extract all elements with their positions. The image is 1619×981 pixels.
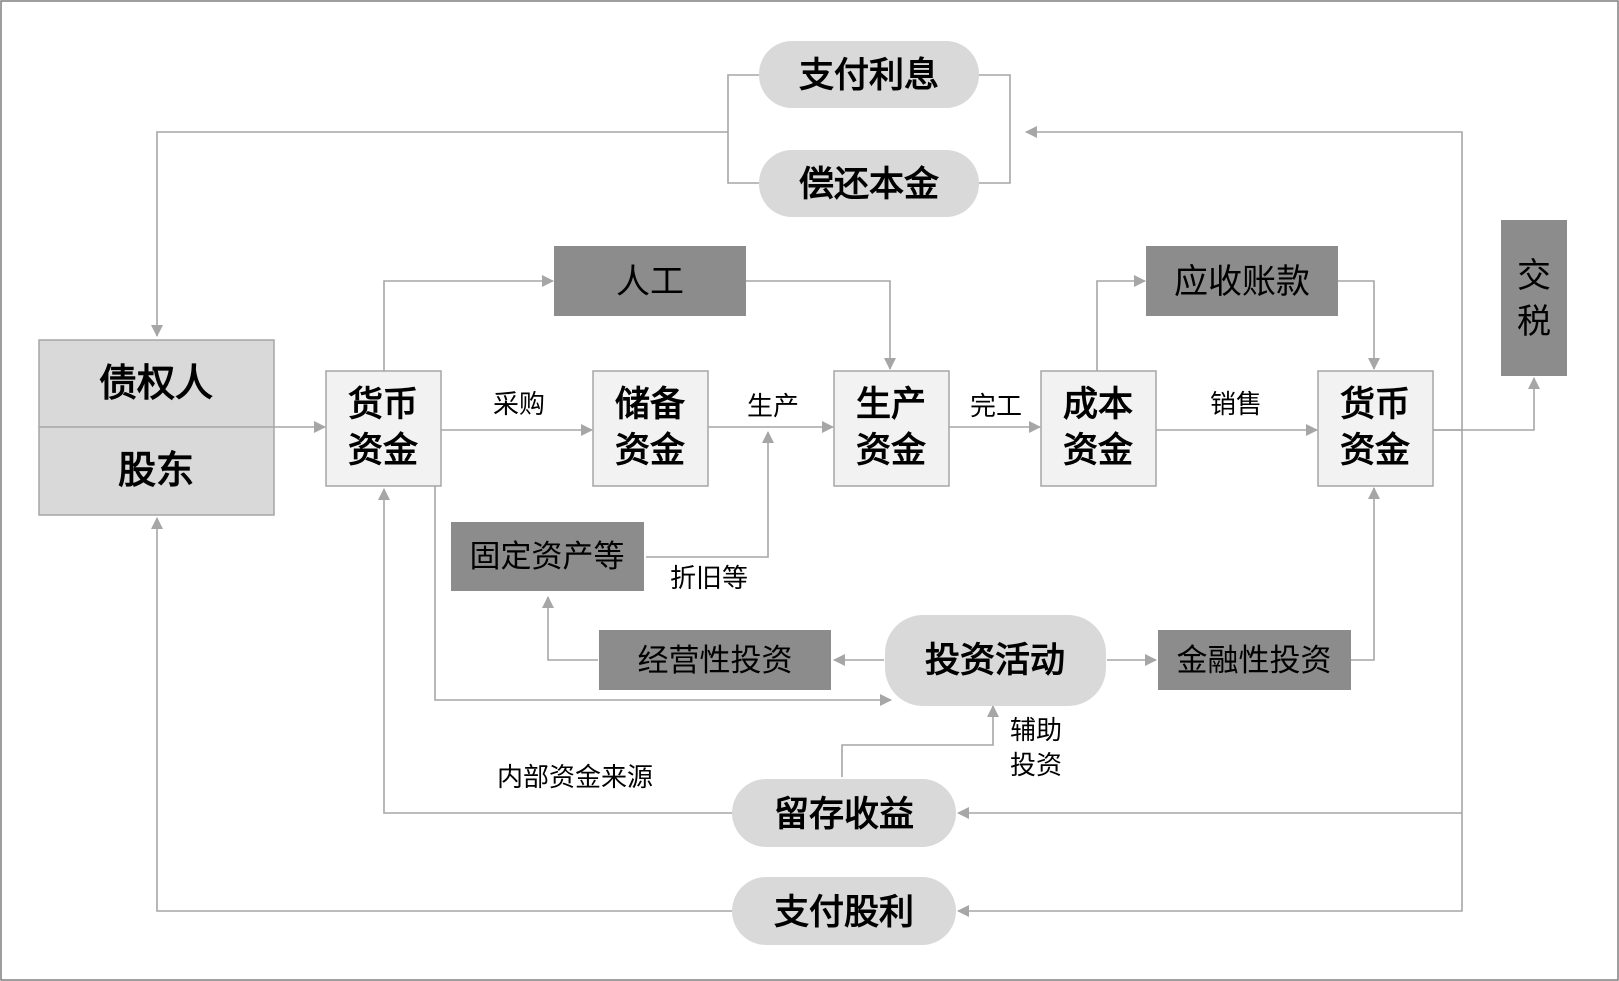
cost-node: 成本 资金	[1040, 370, 1157, 487]
label-assist-line1: 辅助	[1010, 716, 1062, 746]
arrow-labor-to-production	[746, 280, 896, 370]
arrow-dividends-to-shareholder	[151, 517, 732, 912]
arrow-cash-to-labor	[383, 275, 554, 371]
receivables-node: 应收账款	[1146, 246, 1338, 316]
pay-interest-node: 支付利息	[759, 41, 979, 108]
arrow-to-creditor	[151, 131, 728, 337]
arrow-internal-source	[378, 488, 732, 814]
cash-end-line1: 货币	[1340, 385, 1410, 425]
arrow-cash-to-investment	[434, 486, 892, 706]
arrow-fininv-to-cash	[1351, 487, 1380, 661]
label-assist-line2: 投资	[1010, 751, 1062, 781]
production-line1: 生产	[856, 385, 926, 425]
label-internal-source: 内部资金来源	[497, 763, 653, 793]
cost-line1: 成本	[1063, 385, 1133, 425]
cash-start-node: 货币 资金	[325, 370, 442, 487]
label-produce: 生产	[747, 392, 799, 422]
financial-investment-node: 金融性投资	[1158, 630, 1351, 690]
arrow-cash-to-tax	[1433, 377, 1540, 431]
retained-earnings-node: 留存收益	[732, 779, 956, 847]
investment-activity-node: 投资活动	[885, 615, 1106, 706]
bracket-left	[727, 74, 761, 184]
arrow-retained-to-investment	[841, 705, 999, 777]
retained-earnings-label: 留存收益	[774, 795, 914, 835]
creditor-shareholder-box: 债权人 股东	[38, 339, 275, 516]
tax-line2: 税	[1517, 302, 1551, 342]
arrow-cash-to-dividends	[957, 430, 1463, 917]
cash-start-line2: 资金	[348, 430, 419, 471]
label-sales: 销售	[1210, 390, 1262, 420]
operating-investment-label: 经营性投资	[638, 643, 793, 679]
cash-end-node: 货币 资金	[1317, 370, 1434, 487]
label-purchase: 采购	[493, 390, 545, 420]
pay-interest-label: 支付利息	[799, 55, 939, 96]
pay-dividends-node: 支付股利	[732, 877, 956, 945]
fixed-assets-label: 固定资产等	[470, 539, 625, 575]
operating-investment-node: 经营性投资	[599, 630, 831, 690]
tax-node: 交 税	[1501, 220, 1567, 376]
fixed-assets-node: 固定资产等	[451, 522, 644, 591]
receivables-label: 应收账款	[1174, 262, 1310, 302]
arrow-depreciation	[646, 431, 774, 558]
labor-label: 人工	[616, 262, 684, 302]
production-node: 生产 资金	[833, 370, 950, 487]
tax-line1: 交	[1517, 256, 1551, 296]
investment-activity-label: 投资活动	[925, 641, 1065, 681]
label-complete: 完工	[970, 392, 1022, 422]
cash-start-line1: 货币	[348, 385, 418, 425]
pay-dividends-label: 支付股利	[774, 893, 914, 933]
connectors	[151, 74, 1540, 917]
reserve-node: 储备 资金	[592, 370, 709, 487]
arrow-opinv-to-fixed	[542, 596, 598, 661]
cash-end-line2: 资金	[1340, 430, 1411, 471]
creditor-label: 债权人	[99, 361, 213, 405]
repay-principal-node: 偿还本金	[759, 150, 979, 217]
production-line2: 资金	[856, 430, 927, 471]
shareholder-label: 股东	[118, 448, 194, 492]
cost-line2: 资金	[1063, 430, 1134, 471]
labor-node: 人工	[554, 246, 746, 316]
repay-principal-label: 偿还本金	[799, 164, 940, 205]
arrow-cost-to-receivables	[1096, 275, 1146, 371]
bracket-right	[979, 74, 1011, 184]
arrow-receivables-to-cash	[1338, 280, 1380, 370]
label-depreciation: 折旧等	[670, 564, 748, 594]
financial-investment-label: 金融性投资	[1177, 643, 1332, 679]
reserve-line2: 资金	[615, 430, 686, 471]
reserve-line1: 储备	[615, 385, 686, 425]
